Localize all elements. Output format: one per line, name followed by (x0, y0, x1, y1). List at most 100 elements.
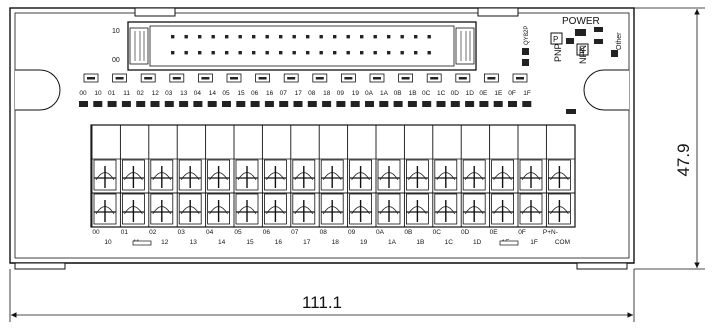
terminal-bottom-label: 14 (218, 239, 226, 246)
screw-terminal (233, 125, 259, 227)
channel-indicator (264, 101, 274, 107)
channel-indicator (121, 101, 131, 107)
terminal-bottom-label: 16 (275, 239, 283, 246)
channel-led (83, 73, 99, 83)
channel-led (312, 73, 328, 83)
connector-pin (279, 35, 283, 39)
connector-pin (387, 35, 391, 39)
channel-led (226, 73, 242, 83)
channel-indicator (493, 101, 503, 107)
terminal-bottom-label: 17 (303, 239, 311, 246)
led-channel-label: 05 (222, 90, 230, 97)
connector-pin (333, 51, 337, 55)
channel-indicator (136, 101, 146, 107)
terminal-top-label: 09 (348, 229, 356, 236)
terminal-bottom-label: 18 (332, 239, 340, 246)
channel-indicator (450, 101, 460, 107)
led-channel-label: 0B (394, 90, 402, 97)
led-channel-label: 18 (323, 90, 331, 97)
terminal-bottom-label: 15 (246, 239, 254, 246)
led-channel-label: 11 (123, 90, 130, 97)
terminal-top-label: 08 (320, 229, 328, 236)
led-channel-label: 09 (337, 90, 345, 97)
pnp-selector (550, 32, 563, 45)
indicator-row (79, 101, 532, 107)
led-channel-label: 10 (94, 90, 102, 97)
channel-led (340, 73, 356, 83)
connector-pin (211, 51, 215, 55)
led-channel-label: 08 (308, 90, 316, 97)
screw-terminal (375, 125, 401, 227)
channel-led (255, 73, 271, 83)
connector-pin (400, 51, 404, 55)
terminal-bottom-label: COM (555, 239, 570, 246)
height-dimension-value: 47.9 (674, 143, 693, 176)
ribbon-connector (127, 21, 477, 71)
channel-indicator (207, 101, 217, 107)
terminal-top-label: 07 (291, 229, 299, 236)
connector-top-pin-label: 10 (112, 28, 120, 35)
screw-terminal (148, 125, 174, 227)
connector-pin (333, 35, 337, 39)
connector-pin (360, 35, 364, 39)
connector-pin (238, 35, 242, 39)
led-row (83, 73, 528, 83)
led-channel-label: 0A (365, 90, 374, 97)
connector-pin (238, 51, 242, 55)
led-channel-label: 19 (352, 90, 360, 97)
led-channel-label: 17 (295, 90, 303, 97)
channel-indicator (107, 101, 117, 107)
channel-led (283, 73, 299, 83)
led-channel-label: 01 (108, 90, 116, 97)
terminal-block (90, 124, 576, 228)
led-channel-label: 0D (451, 90, 460, 97)
screw-terminal (517, 125, 543, 227)
channel-indicator (422, 101, 432, 107)
connector-type-label: QY82P (524, 26, 530, 45)
connector-pin (184, 35, 188, 39)
width-dimension-value: 111.1 (302, 293, 342, 312)
terminal-top-label: P+N- (543, 229, 558, 236)
channel-led (455, 73, 471, 83)
channel-indicator (93, 101, 103, 107)
led-channel-label: 15 (237, 90, 245, 97)
channel-indicator (365, 101, 374, 107)
channel-indicator (179, 101, 189, 107)
led-channel-label: 04 (194, 90, 202, 97)
connector-pin (414, 35, 418, 39)
connector-pin (387, 51, 391, 55)
connector-pin (252, 35, 256, 39)
connector-pin (373, 35, 377, 39)
terminal-top-label: 01 (121, 229, 129, 236)
module-body (9, 7, 635, 270)
connector-pin (171, 51, 175, 55)
terminal-top-label: 0E (490, 229, 499, 236)
terminal-top-label: 06 (263, 229, 271, 236)
terminal-bottom-label: 1F (530, 239, 538, 246)
terminal-bottom-label: 1A (388, 239, 397, 246)
connector-pin (306, 35, 310, 39)
connector-pin (319, 51, 323, 55)
connector-pin (360, 51, 364, 55)
connector-pin (184, 51, 188, 55)
terminal-bottom-label: 1B (416, 239, 424, 246)
led-channel-label: 0F (508, 90, 516, 97)
terminal-top-label: 0A (376, 229, 385, 236)
connector-pin (373, 51, 377, 55)
screw-terminal (205, 125, 231, 227)
connector-pins (171, 35, 431, 55)
connector-pin (292, 51, 296, 55)
channel-led (169, 73, 185, 83)
npn-label: NPN (578, 45, 588, 64)
channel-led (369, 73, 385, 83)
connector-pin (265, 35, 269, 39)
screw-terminal (290, 125, 316, 227)
connector-pin (414, 51, 418, 55)
terminal-top-label: 0C (433, 229, 442, 236)
power-area: POWER P N PNP NPN QY82P Other (522, 16, 623, 114)
led-channel-label: 1D (466, 90, 475, 97)
screw-terminal (176, 125, 202, 227)
channel-indicator (307, 101, 317, 107)
channel-led (512, 73, 528, 83)
channel-indicator (236, 101, 246, 107)
